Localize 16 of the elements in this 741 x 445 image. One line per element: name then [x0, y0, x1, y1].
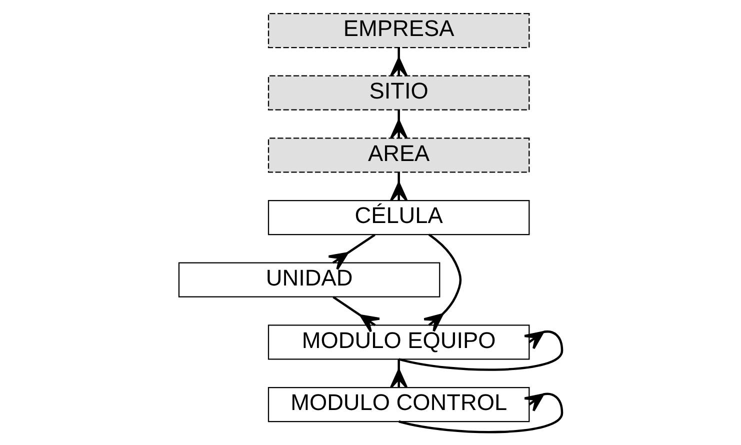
connector: [328, 233, 376, 270]
node-box: MODULO CONTROL: [268, 386, 530, 422]
connector: [398, 330, 564, 370]
connector: [332, 296, 380, 332]
connector: [390, 110, 408, 139]
connector: [423, 233, 462, 332]
node-box: SITIO: [268, 74, 530, 110]
node-box: UNIDAD: [178, 262, 440, 297]
connector: [390, 358, 408, 388]
connector: [390, 47, 408, 76]
connector: [398, 392, 564, 433]
node-box: MODULO EQUIPO: [268, 324, 530, 360]
node-box: AREA: [268, 137, 530, 172]
connector: [390, 172, 408, 201]
node-box: CÉLULA: [268, 199, 530, 235]
node-box: EMPRESA: [268, 12, 530, 48]
